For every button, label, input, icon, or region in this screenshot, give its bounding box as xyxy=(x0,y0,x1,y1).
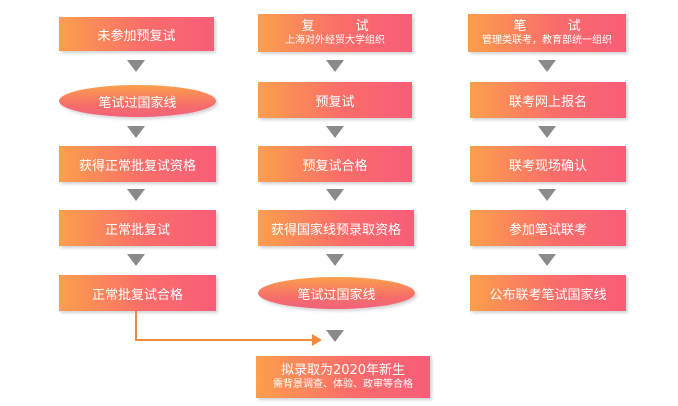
final-title: 拟录取为2020年新生 xyxy=(280,362,406,378)
step-pass-national-line-2: 笔试过国家线 xyxy=(258,277,415,309)
step-pre-retest: 预复试 xyxy=(258,82,412,118)
down-arrow-icon xyxy=(326,126,344,138)
step-label: 联考网上报名 xyxy=(508,94,587,110)
header-retest: 复 试 上海对外经贸大学组织 xyxy=(258,14,412,52)
step-label: 预复试 xyxy=(315,94,355,110)
header-subtitle: 管理类联考，教育部统一组织 xyxy=(482,34,612,46)
step-label: 预复试合格 xyxy=(302,158,368,174)
down-arrow-icon xyxy=(127,126,145,138)
step-attend-written-exam: 参加笔试联考 xyxy=(470,210,626,246)
header-title: 复 试 xyxy=(301,18,369,34)
step-normal-retest: 正常批复试 xyxy=(59,210,216,246)
step-label: 联考现场确认 xyxy=(508,158,587,174)
step-onsite-confirmation: 联考现场确认 xyxy=(470,146,626,182)
step-normal-retest-eligibility: 获得正常批复试资格 xyxy=(59,146,216,182)
step-label: 获得国家线预录取资格 xyxy=(270,222,401,238)
step-normal-retest-passed: 正常批复试合格 xyxy=(59,275,216,311)
step-label: 未参加预复试 xyxy=(97,28,176,44)
header-subtitle: 上海对外经贸大学组织 xyxy=(285,34,385,46)
down-arrow-icon xyxy=(127,60,145,72)
header-written-exam: 笔 试 管理类联考，教育部统一组织 xyxy=(468,14,626,52)
step-label: 参加笔试联考 xyxy=(508,222,587,238)
final-admission: 拟录取为2020年新生 需背景调查、体验、政审等合格 xyxy=(256,356,430,398)
step-pre-retest-passed: 预复试合格 xyxy=(258,146,412,182)
down-arrow-icon xyxy=(127,189,145,201)
down-arrow-icon xyxy=(326,189,344,201)
step-label: 正常批复试合格 xyxy=(91,287,183,303)
down-arrow-icon xyxy=(538,60,556,72)
connector-path xyxy=(135,311,312,341)
step-pre-admission-eligibility: 获得国家线预录取资格 xyxy=(258,210,414,246)
down-arrow-icon xyxy=(538,189,556,201)
down-arrow-icon xyxy=(127,254,145,266)
step-label: 笔试过国家线 xyxy=(297,287,376,303)
connector-arrowhead-icon xyxy=(312,334,322,346)
header-title: 笔 试 xyxy=(513,18,581,34)
step-online-registration: 联考网上报名 xyxy=(470,82,626,118)
down-arrow-icon xyxy=(326,254,344,266)
down-arrow-icon xyxy=(538,254,556,266)
down-arrow-icon xyxy=(326,60,344,72)
final-subtitle: 需背景调查、体验、政审等合格 xyxy=(273,378,413,390)
step-pass-national-line: 笔试过国家线 xyxy=(59,85,216,117)
down-arrow-icon xyxy=(326,330,344,342)
step-label: 笔试过国家线 xyxy=(98,95,177,111)
step-not-attended-pre-retest: 未参加预复试 xyxy=(59,17,214,51)
step-label: 获得正常批复试资格 xyxy=(78,158,196,174)
down-arrow-icon xyxy=(538,126,556,138)
step-label: 正常批复试 xyxy=(104,222,170,238)
step-label: 公布联考笔试国家线 xyxy=(489,287,607,303)
step-national-line-announced: 公布联考笔试国家线 xyxy=(470,275,626,311)
